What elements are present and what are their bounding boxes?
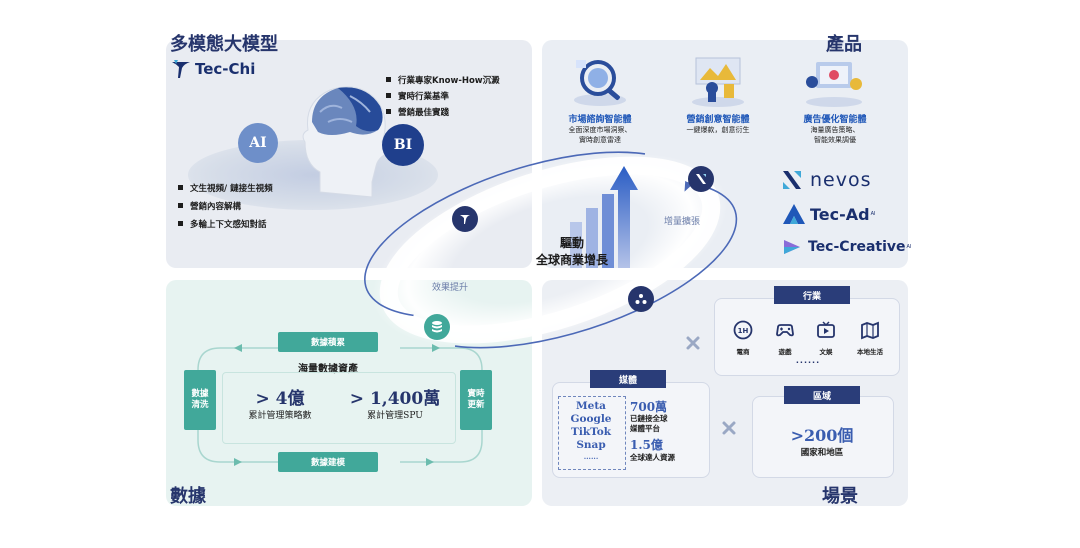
industry-ecommerce-label: 電商	[736, 348, 750, 356]
media-more: ......	[583, 452, 599, 461]
data-assets-frame	[222, 372, 456, 444]
product-3-title: 廣告優化智能體	[803, 115, 867, 125]
region-label: 國家和地區	[800, 448, 844, 458]
media-stat1-value: 700萬	[630, 400, 668, 414]
data-modeling-box: 數據建模	[278, 452, 378, 472]
center-line-2: 全球商業增長	[535, 253, 608, 267]
bullet-right-1: 行業專家Know-How沉澱	[386, 74, 500, 86]
bullet-left-2: 營銷內容解構	[178, 200, 241, 212]
market-insight-illustration-icon	[574, 60, 626, 106]
tec-chi-label: Tec-Chi	[195, 60, 256, 78]
tec-ad-brand: Tec-Ad AI	[782, 203, 876, 225]
media-meta: Meta	[576, 400, 606, 412]
data-cleansing-box: 數據清洗	[184, 370, 216, 430]
product-2-desc: 一鍵爆款，創意衍生	[686, 126, 750, 134]
multiply-icon-2	[722, 421, 736, 435]
tec-ad-sup: AI	[870, 211, 876, 217]
product-title: 產品	[826, 34, 862, 55]
data-title: 數據	[170, 486, 206, 507]
realtime-update-box: 實時更新	[460, 370, 492, 430]
tec-chi-brand: Tec-Chi	[170, 58, 255, 80]
media-tag: 媒體	[590, 370, 666, 388]
stat-spu-value: > 1,400萬	[349, 389, 441, 409]
nevos-logo-icon	[783, 171, 801, 189]
media-tiktok: TikTok	[571, 426, 611, 438]
creative-illustration-icon	[692, 57, 744, 107]
tec-creative-label: Tec-Creative	[808, 239, 906, 255]
tec-creative-brand: Tec-Creative AI	[780, 236, 911, 258]
industry-more: ......	[795, 356, 821, 365]
data-accumulation-box: 數據積累	[278, 332, 378, 352]
bullet-right-2: 實時行業基準	[386, 90, 449, 102]
product-node-icon	[688, 166, 714, 192]
product-3-desc: 海量廣告策略、 智能效果調優	[810, 126, 860, 144]
bi-circle: BI	[382, 124, 424, 166]
media-list: Meta Google TikTok Snap ......	[558, 400, 624, 461]
product-2-title: 營銷創意智能體	[686, 115, 750, 125]
tec-creative-logo-icon	[784, 240, 800, 254]
stat-spu-label: 累計管理SPU	[367, 411, 423, 421]
region-tag: 區域	[784, 386, 860, 404]
model-node-icon	[452, 206, 478, 232]
industry-gaming-label: 遊戲	[778, 348, 792, 356]
industry-entertainment-label: 文娛	[819, 348, 833, 356]
bullet-right-3: 營銷最佳實踐	[386, 106, 449, 118]
data-node-icon	[424, 314, 450, 340]
scenario-title: 場景	[822, 486, 858, 507]
model-title: 多模態大模型	[170, 34, 278, 55]
media-stat2-value: 1.5億	[630, 438, 663, 452]
industry-tag: 行業	[774, 286, 850, 304]
media-card	[552, 382, 710, 478]
media-google: Google	[570, 413, 612, 425]
tec-creative-sup: AI	[906, 244, 912, 250]
label-effect-improvement: 效果提升	[432, 283, 469, 293]
industry-local-life-label: 本地生活	[857, 348, 883, 356]
stat-strategies-value: > 4億	[255, 389, 305, 409]
gaming-icon	[776, 324, 794, 337]
ai-circle: AI	[238, 123, 278, 163]
product-1-desc: 全面深度市場洞察、 實時創意雷達	[568, 126, 632, 144]
media-stat1-label: 已鏈接全球 媒體平台	[630, 414, 668, 433]
svg-text:1H: 1H	[738, 327, 749, 335]
label-incremental-expansion: 增量擴張	[664, 217, 701, 227]
ecommerce-icon: 1H	[733, 320, 753, 340]
product-1-title: 市場諮詢智能體	[568, 115, 632, 125]
stat-strategies-label: 累計管理策略數	[248, 411, 312, 421]
bullet-left-1: 文生視頻/ 鏈接生視頻	[178, 182, 273, 194]
tec-ad-logo-icon	[783, 204, 805, 224]
bullet-left-3: 多輪上下文感知對話	[178, 218, 267, 230]
center-line-1: 驅動	[559, 236, 584, 250]
local-life-icon	[861, 321, 879, 340]
media-snap: Snap	[576, 439, 606, 451]
ad-optimization-illustration-icon	[806, 62, 862, 107]
tec-chi-logo-icon	[172, 60, 190, 78]
multiply-icon-1	[686, 336, 700, 350]
scenario-node-icon	[628, 286, 654, 312]
tec-ad-label: Tec-Ad	[810, 204, 870, 224]
region-card	[752, 396, 894, 478]
nevos-label: nevos	[810, 169, 872, 191]
media-list-frame	[558, 396, 626, 470]
nevos-brand: nevos	[780, 168, 872, 192]
data-assets-heading: 海量數據資產	[298, 364, 358, 375]
region-value: >200個	[790, 426, 854, 445]
growth-arrow-icon	[570, 166, 638, 268]
entertainment-icon	[817, 321, 835, 338]
media-stat2-label: 全球達人資源	[630, 453, 675, 462]
